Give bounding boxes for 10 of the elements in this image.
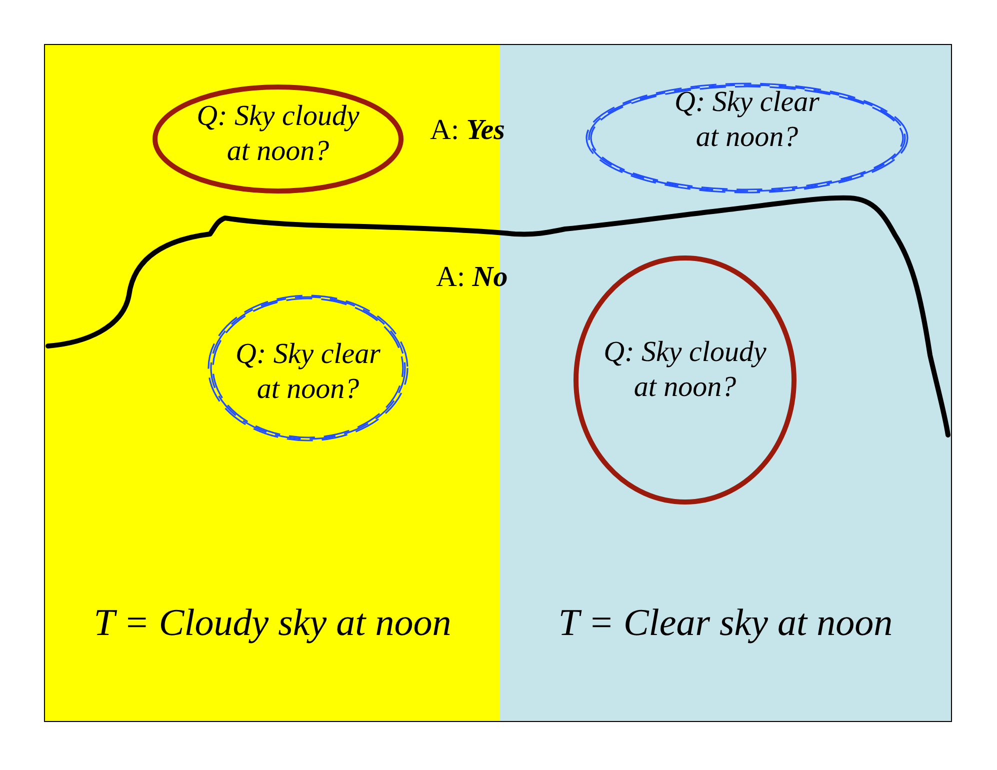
question-ellipse xyxy=(584,80,910,196)
question-ellipse xyxy=(573,255,797,505)
panel-caption: T = Clear sky at noon xyxy=(557,601,894,645)
question-ellipse xyxy=(206,292,410,444)
question-ellipse xyxy=(152,84,404,194)
question-text: Q: Sky clear at noon? xyxy=(674,85,820,155)
question-text: Q: Sky clear at noon? xyxy=(234,337,382,407)
question-text: Q: Sky cloudy at noon? xyxy=(196,99,360,169)
panel-caption: T = Cloudy sky at noon xyxy=(92,601,452,645)
question-text: Q: Sky cloudy at noon? xyxy=(602,335,768,405)
